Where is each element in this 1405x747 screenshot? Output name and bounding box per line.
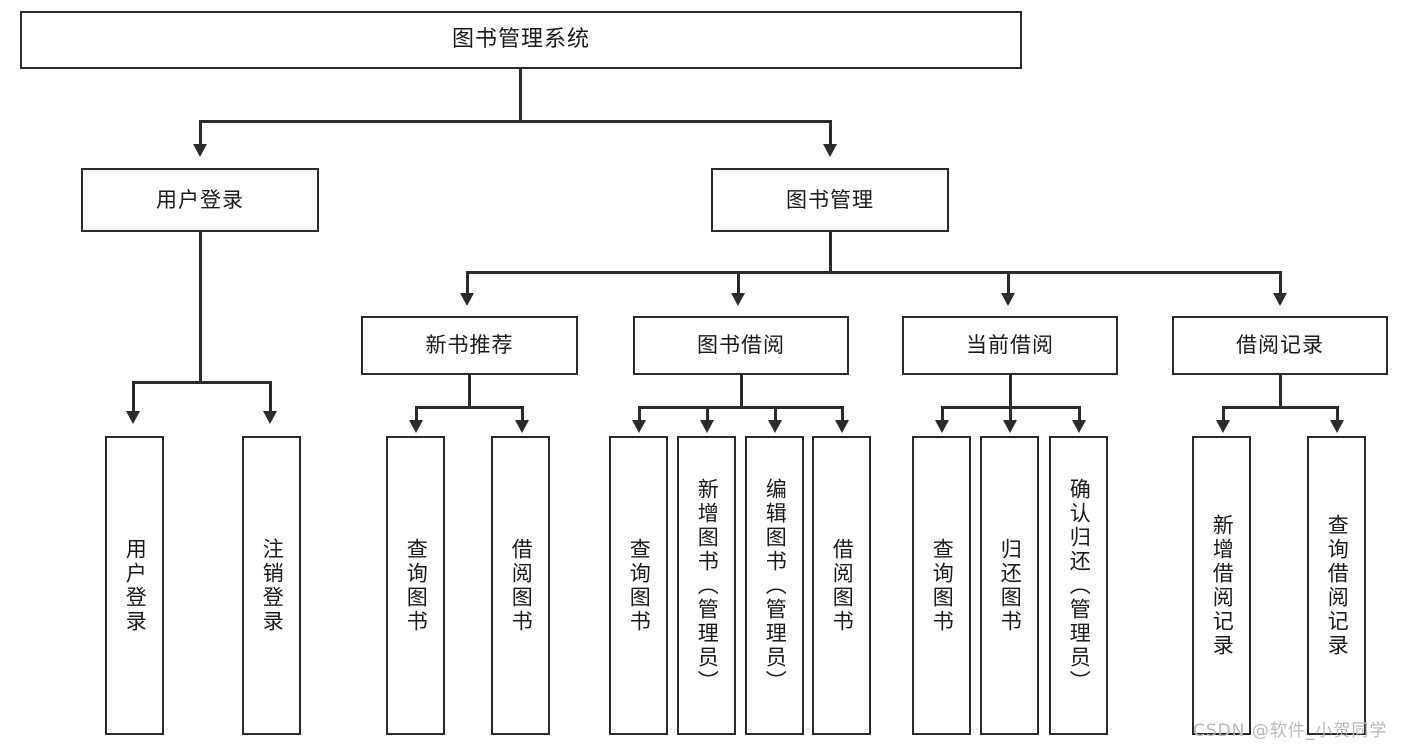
leaf-borrow-book-1[interactable]: 借阅图书: [491, 436, 550, 735]
connector-level2-bus: [199, 120, 831, 123]
leaf-label: 编辑图书（管理员）: [763, 477, 788, 694]
connector-book-borrow-bus: [638, 406, 843, 409]
connector-new-book-rec-c2: [521, 406, 524, 422]
leaf-add-record[interactable]: 新增借阅记录: [1192, 436, 1251, 735]
leaf-user-login[interactable]: 用户登录: [105, 436, 164, 735]
connector-to-user-login: [199, 120, 202, 146]
connector-to-borrow-record: [1279, 271, 1282, 295]
connector-borrow-record-down: [1279, 375, 1282, 407]
connector-book-borrow-c4: [841, 406, 844, 422]
arrow-leaf-user-login: [126, 411, 140, 424]
csdn-watermark: CSDN @软件_小贺同学: [1193, 721, 1388, 741]
arrow-leaf-query-book-3: [935, 420, 949, 433]
connector-book-borrow-c1: [638, 406, 641, 422]
connector-new-book-rec-c1: [415, 406, 418, 422]
connector-book-borrow-down: [740, 375, 743, 407]
leaf-label: 新增借阅记录: [1210, 513, 1235, 658]
connector-to-book-borrow: [737, 271, 740, 295]
leaf-return-book[interactable]: 归还图书: [980, 436, 1039, 735]
arrow-leaf-query-book-2: [632, 420, 646, 433]
arrow-to-current-borrow: [1001, 293, 1015, 306]
connector-root-down: [519, 69, 522, 121]
connector-borrow-record-c2: [1336, 406, 1339, 422]
connector-user-login-right: [269, 381, 272, 413]
arrow-leaf-add-book: [700, 420, 714, 433]
arrow-leaf-logout: [263, 411, 277, 424]
leaf-label: 查询图书: [627, 537, 652, 634]
connector-book-borrow-c3: [774, 406, 777, 422]
leaf-query-book-3[interactable]: 查询图书: [912, 436, 971, 735]
leaf-label: 借阅图书: [509, 537, 534, 634]
leaf-query-book-2[interactable]: 查询图书: [609, 436, 668, 735]
connector-new-book-rec-bus: [415, 406, 522, 409]
leaf-label: 归还图书: [998, 537, 1023, 634]
leaf-borrow-book-2[interactable]: 借阅图书: [812, 436, 871, 735]
arrow-leaf-borrow-book-2: [835, 420, 849, 433]
leaf-label: 新增图书（管理员）: [695, 477, 720, 694]
connector-book-borrow-c2: [706, 406, 709, 422]
connector-current-borrow-down: [1009, 375, 1012, 407]
arrow-to-book-borrow: [731, 293, 745, 306]
connector-current-borrow-c3: [1078, 406, 1081, 422]
leaf-confirm-return[interactable]: 确认归还（管理员）: [1049, 436, 1108, 735]
node-new-book-rec[interactable]: 新书推荐: [361, 316, 578, 375]
leaf-label: 用户登录: [123, 537, 148, 634]
node-label: 新书推荐: [425, 333, 514, 358]
connector-user-login-down: [199, 232, 202, 382]
arrow-to-user-login: [193, 144, 207, 157]
arrow-to-new-book-rec: [460, 293, 474, 306]
connector-borrow-record-bus: [1222, 406, 1337, 409]
leaf-label: 注销登录: [260, 537, 285, 634]
leaf-add-book[interactable]: 新增图书（管理员）: [677, 436, 736, 735]
node-label: 图书借阅: [697, 333, 785, 358]
arrow-leaf-confirm-return: [1072, 420, 1086, 433]
connector-current-borrow-c2: [1009, 406, 1012, 422]
connector-borrow-record-c1: [1222, 406, 1225, 422]
connector-current-borrow-c1: [941, 406, 944, 422]
connector-to-new-book-rec: [466, 271, 469, 295]
node-label: 借阅记录: [1236, 333, 1324, 358]
node-label: 图书管理系统: [451, 27, 590, 53]
arrow-leaf-query-book-1: [409, 420, 423, 433]
leaf-logout[interactable]: 注销登录: [242, 436, 301, 735]
connector-user-login-bus: [132, 381, 269, 384]
node-user-login[interactable]: 用户登录: [81, 168, 319, 232]
node-label: 用户登录: [156, 187, 244, 212]
node-label: 图书管理: [786, 187, 874, 212]
connector-to-book-manage: [829, 120, 832, 146]
leaf-label: 确认归还（管理员）: [1067, 477, 1092, 694]
arrow-leaf-add-record: [1216, 420, 1230, 433]
node-book-manage[interactable]: 图书管理: [711, 168, 949, 232]
leaf-label: 查询借阅记录: [1325, 513, 1350, 658]
node-borrow-record[interactable]: 借阅记录: [1172, 316, 1388, 375]
leaf-label: 借阅图书: [830, 537, 855, 634]
node-current-borrow[interactable]: 当前借阅: [902, 316, 1118, 375]
connector-user-login-left: [132, 381, 135, 413]
leaf-query-record[interactable]: 查询借阅记录: [1307, 436, 1366, 735]
arrow-leaf-borrow-book-1: [515, 420, 529, 433]
arrow-leaf-edit-book: [768, 420, 782, 433]
connector-to-current-borrow: [1007, 271, 1010, 295]
connector-new-book-rec-down: [468, 375, 471, 407]
arrow-to-book-manage: [823, 144, 837, 157]
connector-book-manage-down: [829, 232, 832, 272]
leaf-query-book-1[interactable]: 查询图书: [386, 436, 445, 735]
arrow-to-borrow-record: [1273, 293, 1287, 306]
arrow-leaf-query-record: [1330, 420, 1344, 433]
leaf-label: 查询图书: [930, 537, 955, 634]
node-root-system[interactable]: 图书管理系统: [20, 11, 1022, 69]
node-book-borrow[interactable]: 图书借阅: [633, 316, 849, 375]
leaf-label: 查询图书: [404, 537, 429, 634]
connector-level3-bus: [466, 271, 1280, 274]
arrow-leaf-return-book: [1003, 420, 1017, 433]
leaf-edit-book[interactable]: 编辑图书（管理员）: [745, 436, 804, 735]
node-label: 当前借阅: [966, 333, 1054, 358]
